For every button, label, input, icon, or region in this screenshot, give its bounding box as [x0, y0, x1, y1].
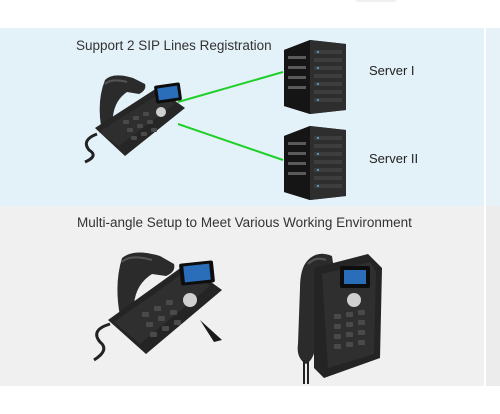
ip-phone-desk-image — [93, 252, 222, 362]
multi-angle-setup-panel — [0, 206, 484, 386]
ip-phone-wall-image — [297, 253, 382, 384]
server-1-icon — [284, 40, 346, 114]
right-edge-strip — [484, 28, 500, 386]
line-server-2 — [177, 123, 284, 161]
sip-registration-panel — [0, 28, 484, 206]
server-2-icon — [284, 126, 346, 200]
right-edge-strip-lower — [486, 206, 500, 386]
top-tab — [355, 0, 397, 2]
server-1-label: Server I — [369, 63, 415, 78]
line-server-1 — [177, 71, 284, 103]
top-band — [0, 0, 500, 28]
sip-caption: Support 2 SIP Lines Registration — [76, 38, 272, 53]
setup-caption: Multi-angle Setup to Meet Various Workin… — [77, 215, 412, 230]
server-2-label: Server II — [369, 151, 419, 166]
bottom-band — [0, 386, 500, 414]
ip-phone-image — [84, 75, 185, 164]
